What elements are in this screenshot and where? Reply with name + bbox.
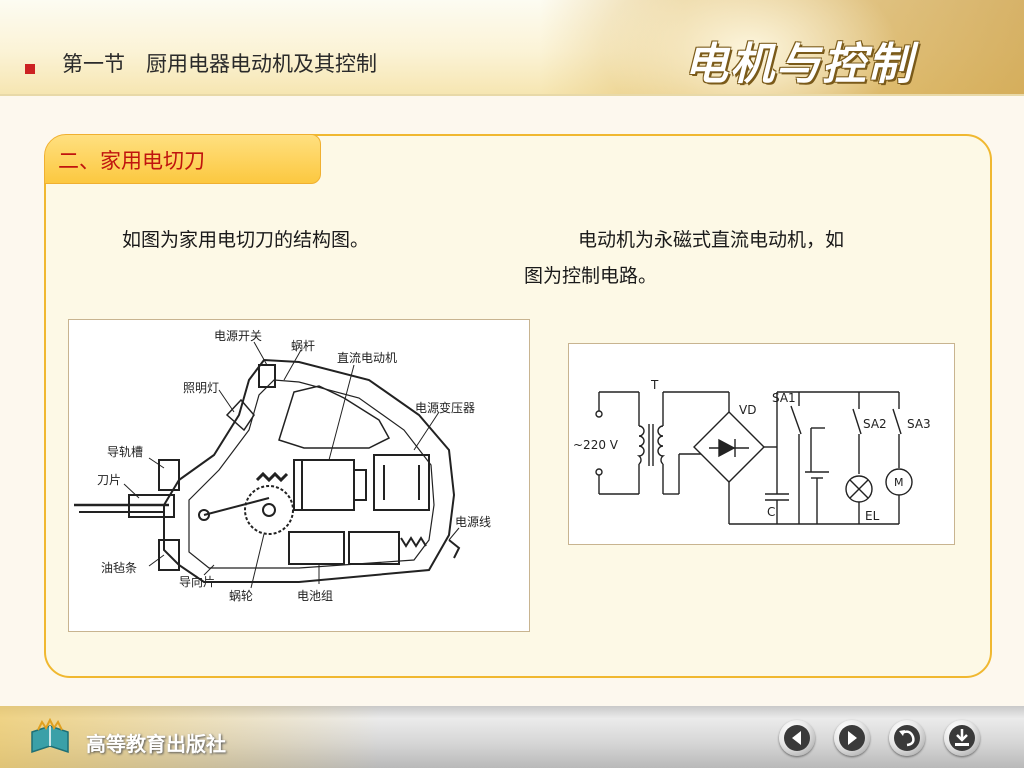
structure-caption: 如图为家用电切刀的结构图。 xyxy=(122,229,370,251)
label-oil-felt: 油毡条 xyxy=(101,561,137,575)
label-guide-piece: 导向片 xyxy=(179,574,215,589)
circuit-drawing: T ~220 V VD SA1 SA2 SA3 C EL M xyxy=(573,378,931,525)
label-SA3: SA3 xyxy=(907,417,931,431)
next-icon xyxy=(848,731,857,745)
footer-bar xyxy=(0,706,1024,768)
label-C: C xyxy=(767,505,775,519)
knife-structure-diagram: 电源开关 蜗杆 直流电动机 照明灯 电源变压器 导轨槽 刀片 电源线 油毡条 导… xyxy=(68,319,530,632)
return-button[interactable] xyxy=(889,720,925,756)
exit-icon xyxy=(955,729,969,746)
label-worm-wheel: 蜗轮 xyxy=(229,588,253,603)
previous-icon xyxy=(792,731,801,745)
label-VD: VD xyxy=(739,403,756,417)
label-worm: 蜗杆 xyxy=(291,338,315,353)
label-battery-pack: 电池组 xyxy=(297,589,333,603)
control-circuit-diagram: T ~220 V VD SA1 SA2 SA3 C EL M xyxy=(568,343,955,545)
label-M: M xyxy=(894,476,904,489)
label-supply: ~220 V xyxy=(573,438,619,452)
section-tab xyxy=(44,134,321,184)
exit-button[interactable] xyxy=(944,720,980,756)
return-icon xyxy=(899,730,915,747)
publisher-logo-icon xyxy=(28,717,72,758)
header-divider xyxy=(0,94,1024,96)
label-SA2: SA2 xyxy=(863,417,887,431)
label-guide-groove: 导轨槽 xyxy=(107,445,143,459)
label-lamp: 照明灯 xyxy=(183,381,219,395)
header-bar xyxy=(0,0,1024,94)
circuit-caption-line1: 电动机为永磁式直流电动机，如 xyxy=(578,229,845,251)
title-bullet-icon xyxy=(25,64,35,74)
publisher-name: 高等教育出版社 xyxy=(86,732,226,756)
circuit-caption-line2: 图为控制电路。 xyxy=(524,265,658,287)
label-EL: EL xyxy=(865,509,880,523)
label-T: T xyxy=(650,378,659,392)
structure-drawing: 电源开关 蜗杆 直流电动机 照明灯 电源变压器 导轨槽 刀片 电源线 油毡条 导… xyxy=(74,329,491,603)
label-SA1: SA1 xyxy=(772,391,796,405)
page-title: 第一节 厨用电器电动机及其控制 xyxy=(62,52,377,76)
next-button[interactable] xyxy=(834,720,870,756)
section-title: 二、家用电切刀 xyxy=(58,149,205,173)
label-transformer: 电源变压器 xyxy=(415,400,475,415)
label-power-cord: 电源线 xyxy=(455,515,491,529)
header-glow xyxy=(600,0,900,94)
course-logo: 电机与控制 xyxy=(684,39,914,90)
label-power-switch: 电源开关 xyxy=(214,329,262,343)
previous-button[interactable] xyxy=(779,720,815,756)
label-dc-motor: 直流电动机 xyxy=(337,351,397,365)
label-blade: 刀片 xyxy=(97,473,121,487)
